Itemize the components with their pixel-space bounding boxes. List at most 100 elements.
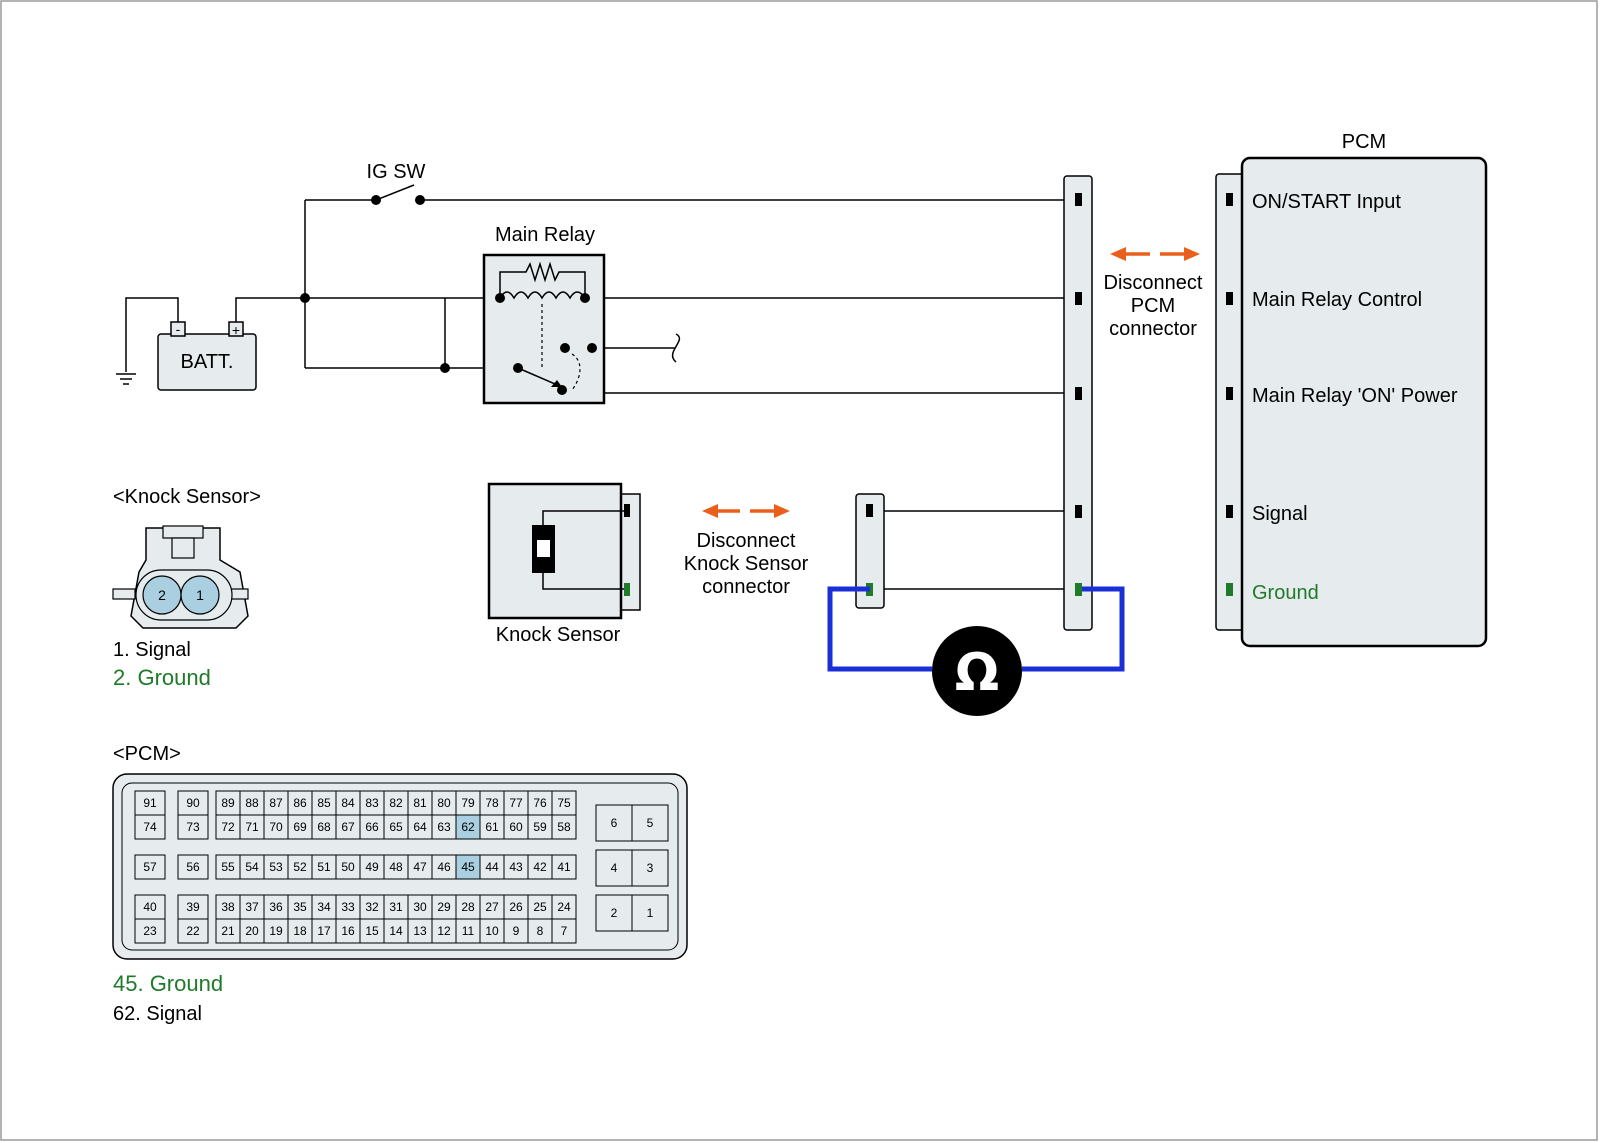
pcm-pin-cell	[595, 894, 633, 932]
pcm-pin-label: 13	[413, 924, 427, 938]
pcm-pin-label: 73	[186, 820, 200, 834]
pcm-pin-cell	[177, 854, 209, 880]
connector-pin-1	[180, 575, 220, 615]
pcm-pin-cell	[287, 894, 313, 920]
relay-resistor	[499, 261, 586, 298]
chassis-ground-icon	[116, 373, 136, 385]
disconnect-pcm-line-3: connector	[1109, 318, 1197, 340]
pcm-pin-label: 78	[485, 796, 499, 810]
disconnect-pcm-line-1: Disconnect	[1104, 272, 1203, 294]
battery-label: BATT.	[181, 351, 234, 373]
pcm-pin-cell	[177, 790, 209, 816]
knock-legend-signal: 1. Signal	[113, 639, 191, 661]
main-relay: Main Relay	[482, 224, 606, 405]
pcm-pin-cell	[335, 918, 361, 944]
pcm-legend-ground: 45. Ground	[113, 971, 223, 996]
knock-sensor-label: Knock Sensor	[496, 624, 621, 646]
pcm-pin-label: 80	[437, 796, 451, 810]
relay-contact-dashed	[571, 353, 581, 391]
knock-connector-title: <Knock Sensor>	[113, 486, 261, 508]
disconnect-pcm-arrows-icon	[1110, 247, 1200, 261]
pcm-pin-label: 82	[389, 796, 403, 810]
pcm-pin-label: 52	[293, 860, 307, 874]
pcm-pin-label: 57	[143, 860, 157, 874]
pcm-pin-label: 54	[245, 860, 259, 874]
pcm-pin-cell	[455, 814, 481, 840]
wiring	[125, 184, 1078, 590]
ohmmeter: Ω	[827, 586, 1125, 716]
pcm-pin-label: 31	[389, 900, 403, 914]
pcm-pin-label: 69	[293, 820, 307, 834]
pcm-pin-label: 77	[509, 796, 523, 810]
pcm-pin-label: 75	[557, 796, 571, 810]
pcm-pin-cell	[311, 918, 337, 944]
pcm-pin-label: 40	[143, 900, 157, 914]
pcm-pin-cell	[287, 814, 313, 840]
pcm-terminal-relay-power: Main Relay 'ON' Power	[1252, 385, 1458, 407]
pcm-title: PCM	[1342, 131, 1386, 153]
battery-plus-sign: +	[232, 322, 240, 338]
pcm-pin-label: 72	[221, 820, 235, 834]
ig-switch-label: IG SW	[367, 161, 426, 183]
pcm-pin-label: 2	[611, 906, 618, 920]
pcm-pin-label: 45	[461, 860, 475, 874]
meter-lead-left	[827, 586, 932, 672]
sensor-pin-ground	[624, 583, 630, 596]
pcm-pin-label: 37	[245, 900, 259, 914]
pcm-pin-cell	[311, 814, 337, 840]
pcm-pin-label: 29	[437, 900, 451, 914]
pcm-pin-cell	[383, 814, 409, 840]
pcm-pin-cell	[239, 918, 265, 944]
pcm-pin-cell	[287, 918, 313, 944]
pcm-pin-cell	[595, 804, 633, 842]
pcm-pin-cell	[551, 854, 577, 880]
pcm-connector-title: <PCM>	[113, 743, 181, 765]
connector-pin-2-label: 2	[158, 587, 166, 603]
pcm-pin-label: 53	[269, 860, 283, 874]
pcm-pin-cell	[177, 894, 209, 920]
pcm-pin-label: 62	[461, 820, 475, 834]
pcm-pin-label: 85	[317, 796, 331, 810]
pcm-pin-label: 24	[557, 900, 571, 914]
pcm-pin-cell	[551, 814, 577, 840]
pcm-pin-cell	[631, 849, 669, 887]
pcm-pin-label: 18	[293, 924, 307, 938]
disconnect-knock-line-3: connector	[702, 576, 790, 598]
main-relay-label: Main Relay	[495, 224, 595, 246]
pcm-pin-cell	[311, 790, 337, 816]
pcm-pin-cell	[177, 814, 209, 840]
disconnect-knock-line-2: Knock Sensor	[684, 553, 809, 575]
battery-positive-wire	[235, 297, 305, 322]
pcm-pin-cell	[359, 790, 385, 816]
pcm-pin-label: 27	[485, 900, 499, 914]
disconnect-pcm-line-2: PCM	[1131, 295, 1175, 317]
ohmmeter-icon	[932, 626, 1022, 716]
pcm-pin-cell	[527, 854, 553, 880]
pcm-pin-cell	[527, 790, 553, 816]
battery-minus-sign: -	[176, 321, 181, 337]
pcm-pin-label: 66	[365, 820, 379, 834]
pcm-pin-label: 28	[461, 900, 475, 914]
pcm-pin-label: 67	[341, 820, 355, 834]
pcm-pin-cell	[335, 894, 361, 920]
pcm-pin-label: 89	[221, 796, 235, 810]
pcm-pin-label: 42	[533, 860, 547, 874]
pcm-pin-label: 41	[557, 860, 571, 874]
pcm-pin-label: 76	[533, 796, 547, 810]
pcm-pin-label: 58	[557, 820, 571, 834]
pcm-pin-cell	[455, 790, 481, 816]
pcm-pin-cell	[239, 894, 265, 920]
pcm-pin-label: 87	[269, 796, 283, 810]
pcm-pin-cell	[359, 918, 385, 944]
pcm-pin-cell	[503, 854, 529, 880]
junction-dots	[300, 195, 597, 395]
pcm-pin-cell	[431, 894, 457, 920]
relay-coil	[499, 291, 586, 300]
battery: - + BATT.	[157, 321, 257, 391]
pcm-pin-label: 38	[221, 900, 235, 914]
pcm-pin-label: 71	[245, 820, 259, 834]
knock-legend-ground: 2. Ground	[113, 665, 211, 690]
pcm-pin-cell	[551, 790, 577, 816]
knock-connector-view: <Knock Sensor> 2 1 1. Signal 2. Ground	[112, 486, 261, 690]
wire-break-icon	[671, 333, 681, 363]
